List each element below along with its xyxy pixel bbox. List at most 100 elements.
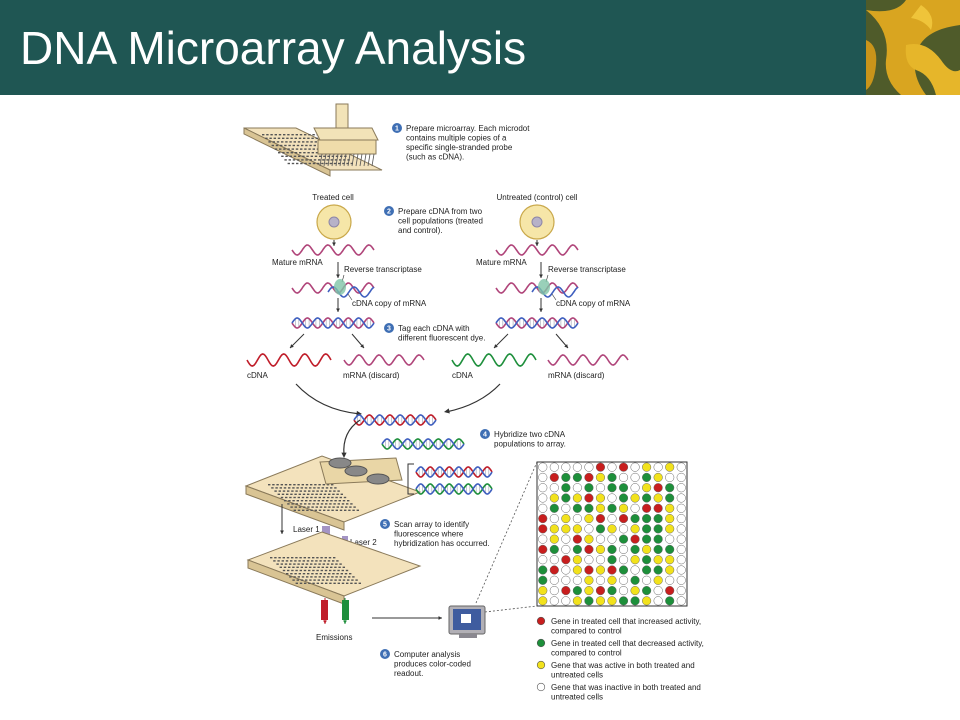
scan-slide-spot bbox=[337, 569, 340, 572]
readout-dot bbox=[549, 565, 559, 575]
step-4-text: Hybridize two cDNA bbox=[494, 430, 566, 439]
print-slide-spot bbox=[292, 159, 296, 161]
readout-dot bbox=[595, 493, 606, 503]
print-slide-spot bbox=[321, 162, 324, 165]
print-slide-spot bbox=[313, 144, 316, 147]
scan-slide-spot bbox=[327, 576, 330, 578]
print-slide-spot bbox=[293, 155, 297, 157]
readout-dot bbox=[653, 483, 663, 493]
scan-slide-spot bbox=[314, 563, 317, 565]
readout-dot bbox=[549, 524, 559, 534]
hybridization-slide-spot bbox=[280, 496, 284, 499]
untreated-arrow-to-cdna bbox=[493, 333, 509, 349]
print-slide-spot bbox=[304, 134, 307, 136]
step-1-text: specific single-stranded probe bbox=[406, 143, 513, 152]
hybridization-slide-spot bbox=[347, 500, 350, 502]
print-slide-spot bbox=[296, 144, 300, 147]
scan-slide-spot bbox=[299, 557, 302, 559]
untreated-reverse-transcriptase-enzyme bbox=[538, 279, 550, 295]
scan-slide-spot bbox=[324, 557, 327, 559]
readout-dot bbox=[584, 534, 594, 544]
hybridization-slide-spot bbox=[296, 487, 299, 489]
scan-slide-spot bbox=[328, 573, 331, 575]
print-slide-spot bbox=[299, 152, 302, 154]
scan-slide-spot bbox=[341, 582, 345, 584]
print-slide-spot bbox=[274, 134, 277, 136]
hybridization-slide-spot bbox=[295, 490, 298, 492]
hybridization-slide-spot bbox=[343, 496, 347, 499]
readout-dot bbox=[549, 586, 559, 596]
bracket-green-duplex-strand-b bbox=[415, 483, 493, 495]
readout-dot bbox=[572, 586, 582, 596]
hybridization-slide-spot bbox=[331, 509, 334, 511]
scan-slide-spot bbox=[338, 566, 341, 568]
step-4-number: 4 bbox=[483, 432, 487, 439]
readout-dot bbox=[642, 596, 652, 606]
readout-dot bbox=[665, 493, 675, 503]
print-slide-spot bbox=[331, 155, 334, 157]
bracket-green-duplex bbox=[415, 483, 493, 495]
readout-dot bbox=[595, 483, 606, 493]
hybridization-slide-spot bbox=[307, 506, 310, 508]
readout-dot bbox=[538, 524, 548, 534]
untreated-cell-nucleus bbox=[531, 216, 543, 228]
readout-dot bbox=[595, 534, 606, 544]
step-2-badge bbox=[384, 206, 394, 216]
scan-slide-spot bbox=[333, 569, 336, 572]
hybridization-slide-spot bbox=[298, 506, 302, 508]
scan-slide-spot bbox=[316, 557, 319, 559]
hybridization-slide-spot bbox=[339, 496, 342, 499]
readout-dot bbox=[607, 472, 617, 482]
emissions-label: Emissions bbox=[316, 633, 352, 642]
hybridization-slide-spot bbox=[306, 496, 309, 499]
step-5-number: 5 bbox=[383, 522, 387, 529]
readout-dot bbox=[549, 555, 559, 565]
hybridization-slide-spot bbox=[293, 484, 296, 486]
readout-dot bbox=[630, 462, 640, 472]
hybridization-slide-spot bbox=[284, 500, 287, 502]
hybridization-slide-spot bbox=[339, 509, 343, 511]
scan-slide-spot bbox=[319, 573, 322, 575]
readout-dot bbox=[642, 544, 652, 554]
hybridization-slide-spot bbox=[324, 490, 328, 492]
hyb-well-3 bbox=[366, 473, 390, 485]
print-slide-spot bbox=[308, 148, 311, 150]
scan-slide-spot bbox=[317, 579, 320, 581]
hybridization-slide-spot bbox=[346, 503, 349, 505]
readout-dot bbox=[607, 586, 617, 596]
emission-red-head bbox=[323, 620, 327, 624]
hybridization-slide-spot bbox=[326, 484, 330, 486]
scan-slide-spot bbox=[322, 563, 325, 565]
scan-slide-spot bbox=[297, 563, 300, 565]
scan-slide-spot bbox=[294, 573, 297, 575]
print-pin bbox=[359, 153, 363, 167]
untreated-cdna-green bbox=[451, 353, 537, 367]
scan-slide-spot bbox=[287, 569, 290, 572]
print-slide-spot bbox=[289, 141, 292, 143]
print-slide-spot bbox=[265, 137, 268, 139]
untreated-arrow-to-mrna-head bbox=[564, 344, 568, 348]
step-4-badge bbox=[480, 429, 490, 439]
scan-slide-spot bbox=[323, 573, 327, 575]
readout-dot bbox=[676, 596, 686, 606]
hybridization-slide-spot bbox=[284, 484, 288, 486]
step-1-badge bbox=[392, 123, 402, 133]
scan-slide-spot bbox=[273, 560, 276, 562]
print-slide-spot bbox=[298, 155, 301, 157]
scan-slide-spot bbox=[350, 582, 353, 584]
legend-text-3: Gene that was active in both treated and bbox=[551, 661, 695, 670]
scan-slide-spot bbox=[282, 569, 286, 572]
scan-slide-spot bbox=[295, 557, 298, 559]
print-slide-spot bbox=[283, 148, 286, 150]
hybridization-slide-spot bbox=[298, 493, 301, 495]
hybridization-slide-spot bbox=[300, 487, 303, 489]
laser-1-label: Laser 1 bbox=[293, 525, 320, 534]
hybridization-slide-spot bbox=[336, 493, 339, 495]
hybridization-slide-spot bbox=[309, 487, 312, 489]
print-pin bbox=[343, 153, 347, 167]
step-4-text: populations to array. bbox=[494, 440, 566, 449]
hybridization-slide-spot bbox=[330, 487, 333, 489]
readout-dot bbox=[538, 483, 548, 493]
hybridization-slide-spot bbox=[318, 509, 322, 511]
hybridization-slide-spot bbox=[340, 506, 344, 508]
